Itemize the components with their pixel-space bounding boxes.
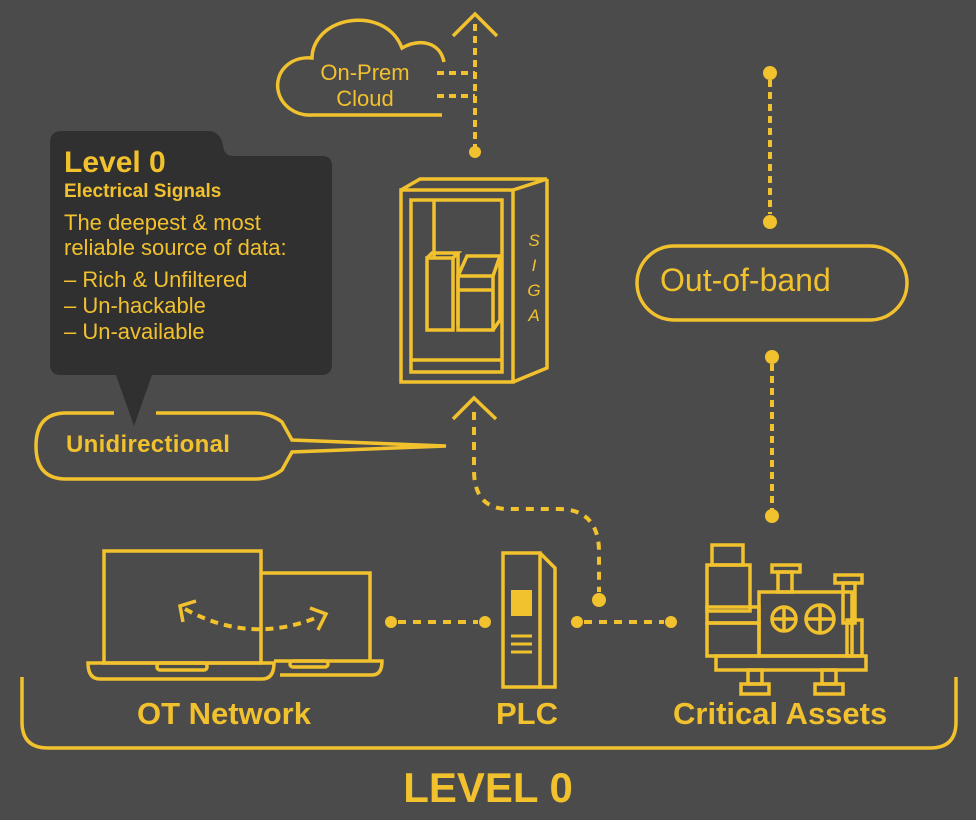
critical-assets-label: Critical Assets xyxy=(673,696,888,731)
cloud-connector-dot xyxy=(469,146,481,158)
plc-label: PLC xyxy=(496,696,558,731)
siga-letter: G xyxy=(527,281,541,300)
unidirectional-data-path xyxy=(472,412,601,592)
siga-brand-label: S I G A xyxy=(524,228,544,328)
siga-letter: I xyxy=(531,256,537,275)
ot-network-exchange-arrow xyxy=(184,607,319,632)
siga-letter: S xyxy=(528,231,540,250)
plc-icon xyxy=(501,551,557,689)
unidirectional-callout-outline xyxy=(34,411,447,481)
info-card-description-line1: The deepest & most xyxy=(64,210,261,235)
siga-letter: A xyxy=(528,306,540,325)
out-of-band-label: Out-of-band xyxy=(660,262,831,298)
info-card-bullets: – Rich & Unfiltered – Un-hackable – Un-a… xyxy=(64,267,287,345)
cloud-icon xyxy=(275,18,446,117)
ot-network-laptops-icon xyxy=(86,549,384,681)
ot-network-label: OT Network xyxy=(137,696,311,731)
info-card-title: Level 0 xyxy=(64,146,166,179)
out-of-band-pill-outline xyxy=(635,244,909,322)
cloud-label: On-Prem Cloud xyxy=(300,60,430,112)
plc-junction-dot xyxy=(592,593,606,607)
info-card-description-line2: reliable source of data: xyxy=(64,235,287,260)
info-card-background xyxy=(50,131,332,426)
info-card-bullet: – Rich & Unfiltered xyxy=(64,267,248,292)
info-card-bullet: – Un-hackable xyxy=(64,293,206,318)
cloud-label-line1: On-Prem xyxy=(320,60,410,85)
unidirectional-up-arrow-icon xyxy=(451,395,498,421)
info-card-subtitle: Electrical Signals xyxy=(64,181,222,202)
out-of-band-dot-bottom xyxy=(765,509,779,523)
out-of-band-dot-top xyxy=(763,66,777,80)
critical-assets-generator-icon xyxy=(705,543,868,696)
info-card-bullet: – Un-available xyxy=(64,319,205,344)
cloud-label-line2: Cloud xyxy=(336,86,394,111)
cloud-up-arrow-icon xyxy=(451,11,499,38)
cloud-connector-lines xyxy=(437,24,477,148)
level-0-title: LEVEL 0 xyxy=(403,764,573,811)
unidirectional-label: Unidirectional xyxy=(66,431,231,458)
out-of-band-lines xyxy=(768,80,774,510)
siga-cabinet-icon xyxy=(399,177,549,384)
out-of-band-dot-upper xyxy=(763,215,777,229)
info-card: Level 0 Electrical Signals The deepest &… xyxy=(64,146,287,345)
out-of-band-dot-lower xyxy=(765,350,779,364)
level-0-bracket xyxy=(20,677,958,750)
